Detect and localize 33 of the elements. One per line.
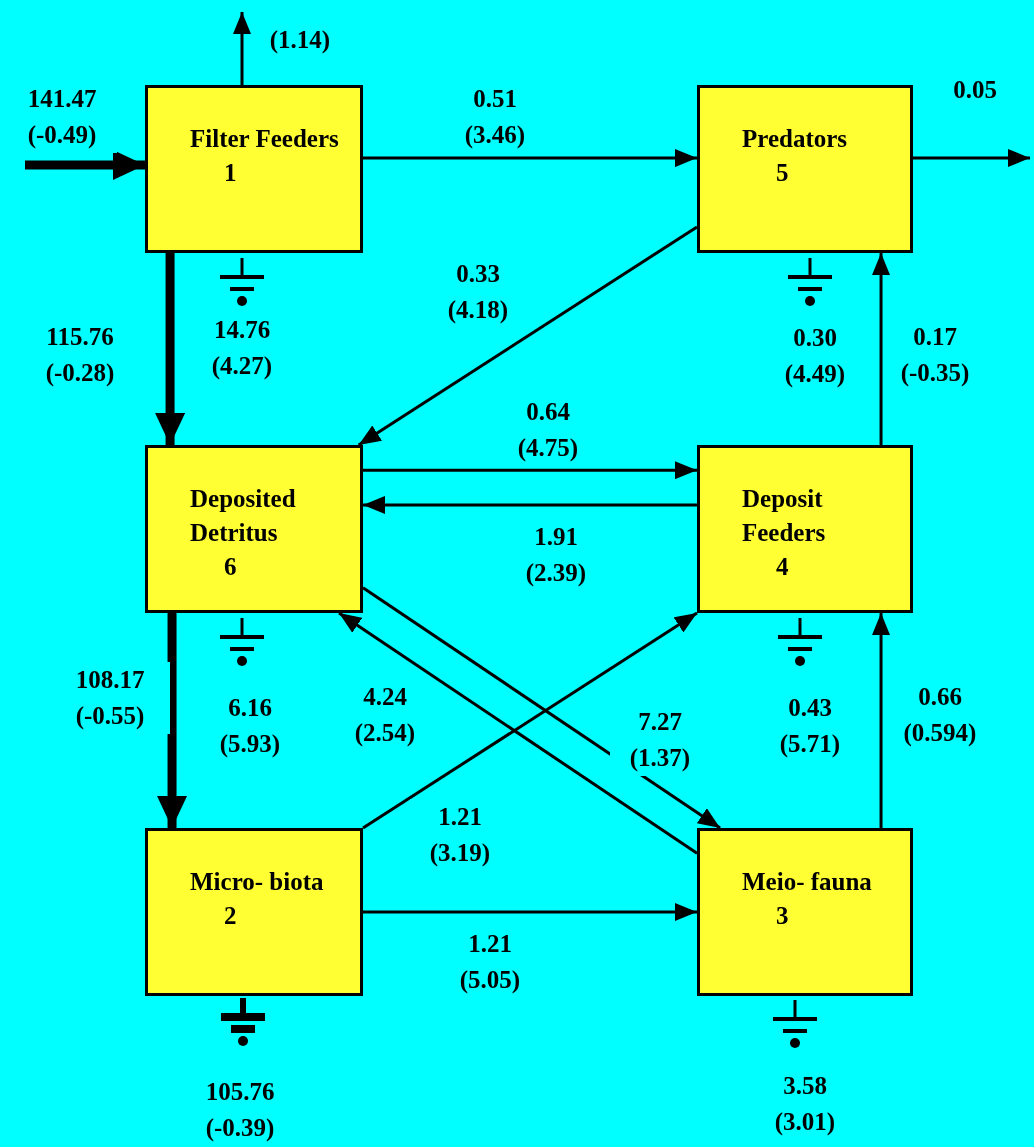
flow-arrow: [363, 496, 697, 514]
flow-arrow: [338, 611, 698, 855]
compartment-box: [697, 85, 913, 253]
flow-arrow: [362, 611, 698, 830]
flow-arrow: [872, 253, 891, 445]
flow-arrow: [363, 461, 697, 480]
compartment-number: 4: [775, 552, 789, 582]
compartment-box: [145, 85, 363, 253]
flow-arrow: [362, 586, 721, 830]
compartment-name: Predators: [742, 124, 849, 154]
compartment-box: [145, 445, 363, 613]
compartment-number: 6: [223, 552, 237, 582]
flow-arrow: [155, 253, 186, 445]
compartment-box: [145, 828, 363, 996]
flow-arrow: [233, 12, 251, 85]
compartment-name: Deposit Feeders: [742, 484, 827, 548]
flow-arrow: [357, 225, 698, 447]
compartment-name: Filter Feeders: [190, 124, 340, 154]
compartment-number: 1: [223, 158, 237, 188]
flow-arrow: [25, 150, 145, 180]
flow-arrow: [363, 903, 697, 921]
compartment-number: 5: [775, 158, 789, 188]
compartment-number: 2: [223, 901, 237, 931]
flow-arrow: [157, 613, 188, 828]
flow-arrow: [913, 149, 1030, 167]
compartment-name: Micro- biota: [190, 867, 325, 897]
compartment-name: Deposited Detritus: [190, 484, 297, 548]
compartment-number: 3: [775, 901, 789, 931]
compartment-box: [697, 828, 913, 996]
flow-arrow: [363, 149, 697, 168]
compartment-name: Meio- fauna: [742, 867, 873, 897]
compartment-box: [697, 445, 913, 613]
flow-arrow: [872, 613, 891, 828]
